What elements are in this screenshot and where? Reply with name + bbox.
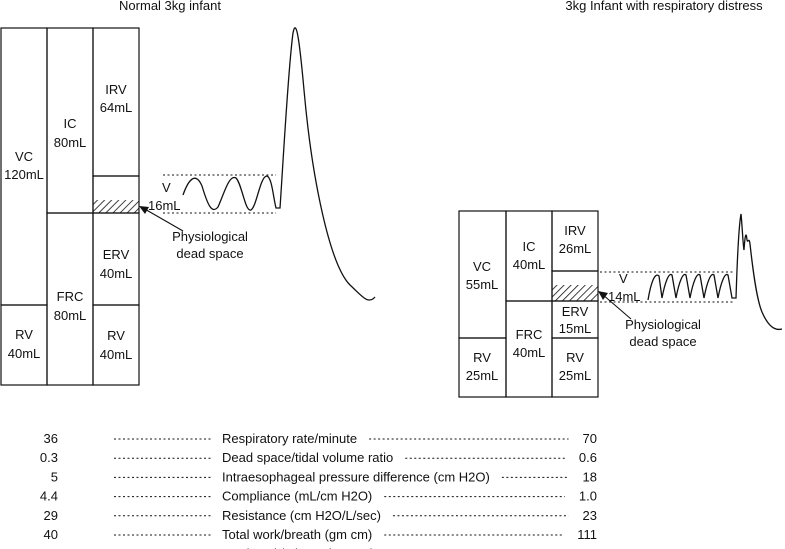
- normal-frc-name: FRC: [57, 289, 84, 304]
- normal-rv-box: [0, 304, 48, 386]
- parameter-label: Intraesophageal pressure difference (cm …: [222, 469, 490, 484]
- normal-dead-space-line2: dead space: [176, 246, 243, 261]
- normal-value: 4.4: [40, 489, 58, 504]
- normal-vc-name: VC: [15, 149, 33, 164]
- normal-dead-space-arrow-line: [142, 207, 184, 232]
- distress-dead-space-hatch: [552, 285, 598, 301]
- distress-panel: 3kg Infant with respiratory distress VC …: [458, 0, 783, 398]
- normal-dead-space-hatch: [93, 200, 139, 213]
- distress-dead-space-line1: Physiological: [625, 317, 701, 332]
- distress-erv-name: ERV: [562, 304, 589, 319]
- comparison-table: 36 Respiratory rate/minute 70 0.3 Dead space…: [29, 431, 597, 549]
- distress-ic-value: 40mL: [513, 257, 546, 272]
- table-row: 4.4 Compliance (mL/cm H2O) 1.0: [40, 489, 597, 504]
- distress-value: 70: [583, 431, 597, 446]
- normal-value: 1440: [29, 546, 58, 549]
- distress-dead-space-arrow-line: [601, 293, 632, 320]
- normal-breathing-trace: [182, 27, 376, 301]
- normal-dead-space-line1: Physiological: [172, 229, 248, 244]
- normal-rv2-name: RV: [107, 328, 125, 343]
- parameter-label: Total work/breath (gm cm): [222, 527, 372, 542]
- table-row: 36 Respiratory rate/minute 70: [44, 431, 597, 446]
- distress-frc-name: FRC: [516, 327, 543, 342]
- normal-irv-value: 64mL: [100, 100, 133, 115]
- parameter-label: Resistance (cm H2O/L/sec): [222, 508, 381, 523]
- distress-tidal-name: V: [619, 271, 628, 286]
- distress-tidal-value: 14mL: [608, 289, 641, 304]
- normal-tidal-value: 16mL: [148, 198, 181, 213]
- normal-rv2-value: 40mL: [100, 347, 133, 362]
- distress-rv-name: RV: [473, 350, 491, 365]
- normal-value: 29: [44, 508, 58, 523]
- distress-rv2-value: 25mL: [559, 368, 592, 383]
- distress-breathing-trace: [647, 213, 783, 331]
- table-row: 0.3 Dead space/tidal volume ratio 0.6: [40, 450, 597, 465]
- table-row: 1440 Total work/minute (gm cm) 7770: [29, 546, 597, 549]
- distress-irv-value: 26mL: [559, 241, 592, 256]
- normal-rv2-box: [92, 304, 140, 386]
- normal-title: Normal 3kg infant: [119, 0, 221, 13]
- distress-rv2-name: RV: [566, 350, 584, 365]
- normal-frc-value: 80mL: [54, 308, 87, 323]
- distress-erv-value: 15mL: [559, 321, 592, 336]
- distress-vc-value: 55mL: [466, 277, 499, 292]
- distress-rv2-box: [551, 337, 599, 398]
- normal-dead-space-arrowhead: [139, 206, 149, 214]
- table-row: 5 Intraesophageal pressure difference (cm…: [51, 469, 597, 484]
- normal-value: 40: [44, 527, 58, 542]
- distress-ic-box: [505, 210, 553, 302]
- normal-value: 5: [51, 469, 58, 484]
- distress-irv-name: IRV: [564, 223, 586, 238]
- table-row: 40 Total work/breath (gm cm) 111: [44, 527, 597, 542]
- distress-vc-name: VC: [473, 259, 491, 274]
- distress-rv-value: 25mL: [466, 368, 499, 383]
- distress-value: 7770: [568, 546, 597, 549]
- normal-value: 0.3: [40, 450, 58, 465]
- distress-value: 1.0: [579, 489, 597, 504]
- distress-value: 18: [583, 469, 597, 484]
- distress-dead-space-arrowhead: [598, 291, 608, 300]
- normal-erv-name: ERV: [103, 247, 130, 262]
- parameter-label: Compliance (mL/cm H2O): [222, 489, 372, 504]
- normal-rv-name: RV: [15, 327, 33, 342]
- normal-erv-value: 40mL: [100, 266, 133, 281]
- distress-dead-space-line2: dead space: [629, 334, 696, 349]
- distress-frc-value: 40mL: [513, 345, 546, 360]
- normal-ic-value: 80mL: [54, 135, 87, 150]
- normal-rv-value: 40mL: [8, 346, 41, 361]
- distress-value: 23: [583, 508, 597, 523]
- parameter-label: Respiratory rate/minute: [222, 431, 357, 446]
- distress-ic-name: IC: [523, 239, 536, 254]
- distress-vc-box: [458, 210, 507, 339]
- normal-tidal-name: V: [162, 180, 171, 195]
- normal-irv-name: IRV: [105, 82, 127, 97]
- normal-vc-value: 120mL: [4, 167, 44, 182]
- distress-value: 111: [577, 527, 597, 542]
- parameter-label: Total work/minute (gm cm): [222, 546, 374, 549]
- parameter-label: Dead space/tidal volume ratio: [222, 450, 393, 465]
- distress-value: 0.6: [579, 450, 597, 465]
- normal-panel: Normal 3kg infant VC 120mL RV 40mL IC 80…: [0, 0, 376, 386]
- table-row: 29 Resistance (cm H2O/L/sec) 23: [44, 508, 597, 523]
- normal-ic-name: IC: [64, 116, 77, 131]
- normal-value: 36: [44, 431, 58, 446]
- distress-title: 3kg Infant with respiratory distress: [565, 0, 763, 13]
